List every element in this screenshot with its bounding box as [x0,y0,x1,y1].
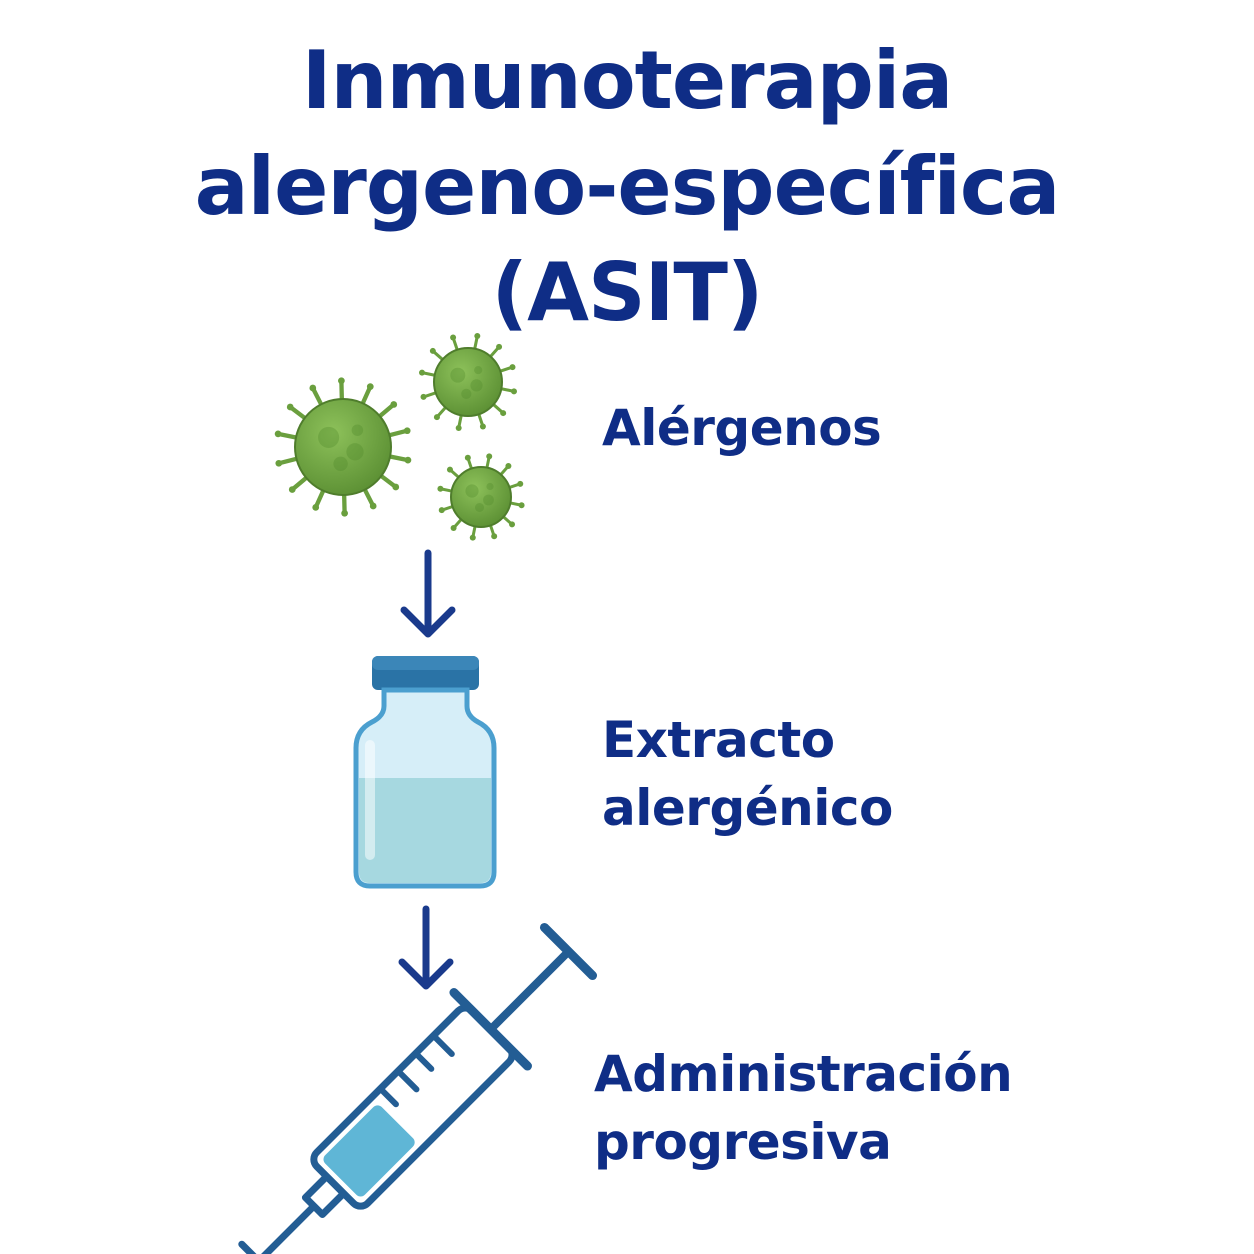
step-label-line: Extracto [602,711,835,769]
step-label-line: alergénico [602,779,893,837]
step-label-allergens: Alérgenos [602,394,882,462]
step-label-extract: Extracto alergénico [602,706,893,842]
vial-icon [353,656,497,889]
allergen-particles-icon [274,333,525,541]
title-line-1: Inmunoterapia [301,34,954,127]
step-label-administration: Administración progresiva [594,1040,1013,1176]
vial-liquid [359,778,491,883]
arrow-down-icon [398,905,454,990]
title-line-2: alergeno-específica [194,140,1061,233]
arrow-down-icon [400,549,456,638]
title-line-3: (ASIT) [491,246,764,339]
allergen-particle-small [437,453,525,541]
allergen-particle-large [274,377,412,517]
syringe-icon [238,922,598,1254]
step-label-line: progresiva [594,1113,892,1171]
diagram-title: Inmunoterapia alergeno-específica (ASIT) [0,28,1254,346]
step-label-line: Alérgenos [602,399,882,457]
syringe-liquid [323,1105,415,1197]
allergen-particle-top [419,333,517,431]
step-label-line: Administración [594,1045,1013,1103]
